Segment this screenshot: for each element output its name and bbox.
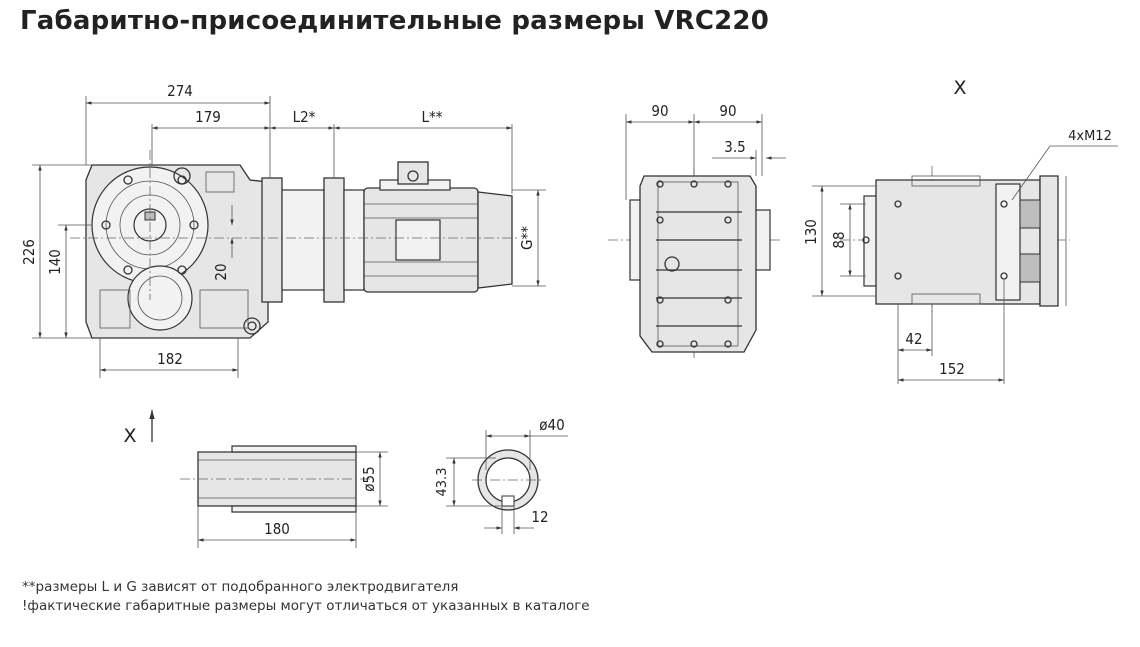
view-label-x-bottom: X [123, 425, 136, 447]
dim-l2: L2* [293, 108, 316, 126]
dim-152: 152 [939, 360, 965, 378]
footnote-disclaimer: !фактические габаритные размеры могут от… [22, 598, 590, 614]
dim-274: 274 [167, 82, 193, 100]
dim-130: 130 [802, 219, 820, 245]
dim-140: 140 [46, 249, 64, 275]
dim-g: G** [518, 226, 536, 250]
view-label-x-top: X [953, 77, 966, 99]
dim-90-left: 90 [651, 102, 668, 120]
dim-90-right: 90 [719, 102, 736, 120]
dim-4xm12: 4xM12 [1068, 129, 1112, 144]
dim-20: 20 [212, 263, 230, 280]
dim-l: L** [421, 108, 442, 126]
side-view-dimensions: 90 90 3.5 [625, 102, 786, 200]
dim-3-5: 3.5 [724, 138, 745, 156]
dim-43-3: 43.3 [435, 468, 450, 497]
front-view-dimensions: 274 179 L2* L** 226 140 20 182 G** [20, 82, 546, 378]
front-view [70, 150, 520, 339]
footnotes: **размеры L и G зависят от подобранного … [22, 578, 590, 616]
dim-179: 179 [195, 108, 221, 126]
view-x: X [840, 77, 1070, 312]
dim-226: 226 [20, 239, 38, 265]
shaft-view: X ø55 180 ø40 43.3 12 [123, 410, 568, 548]
dim-182: 182 [157, 350, 183, 368]
view-x-dimensions: 4xM12 130 88 42 152 [802, 129, 1118, 384]
dim-180: 180 [264, 520, 290, 538]
dim-d40: ø40 [539, 416, 564, 434]
dim-42: 42 [905, 330, 922, 348]
dim-12: 12 [531, 508, 548, 526]
page-title: Габаритно-присоединительные размеры VRC2… [20, 6, 769, 36]
dim-d55: ø55 [360, 466, 378, 491]
footnote-motor-dependent: **размеры L и G зависят от подобранного … [22, 579, 459, 595]
dim-88: 88 [830, 231, 848, 248]
side-view [608, 168, 780, 360]
